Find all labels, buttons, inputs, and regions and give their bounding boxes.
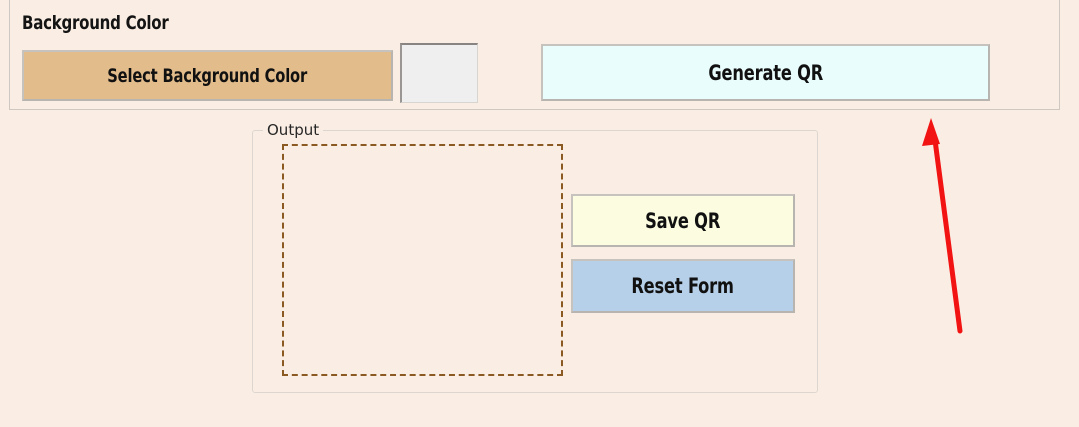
background-color-swatch[interactable]: [400, 43, 478, 103]
generate-qr-button[interactable]: Generate QR: [541, 44, 990, 101]
generate-qr-label: Generate QR: [708, 60, 823, 85]
save-qr-label: Save QR: [645, 208, 721, 233]
reset-form-button[interactable]: Reset Form: [571, 259, 795, 313]
background-color-panel: Background Color Select Background Color…: [9, 0, 1060, 110]
page-title: Background Color: [22, 12, 169, 34]
save-qr-button[interactable]: Save QR: [571, 194, 795, 247]
reset-form-label: Reset Form: [631, 274, 735, 298]
output-groupbox-legend: Output: [263, 121, 324, 139]
select-background-color-label: Select Background Color: [107, 64, 308, 87]
output-groupbox: Output: [252, 121, 818, 393]
select-background-color-button[interactable]: Select Background Color: [22, 50, 393, 101]
annotation-arrow-icon: [922, 118, 963, 334]
qr-preview-area[interactable]: [282, 144, 563, 376]
